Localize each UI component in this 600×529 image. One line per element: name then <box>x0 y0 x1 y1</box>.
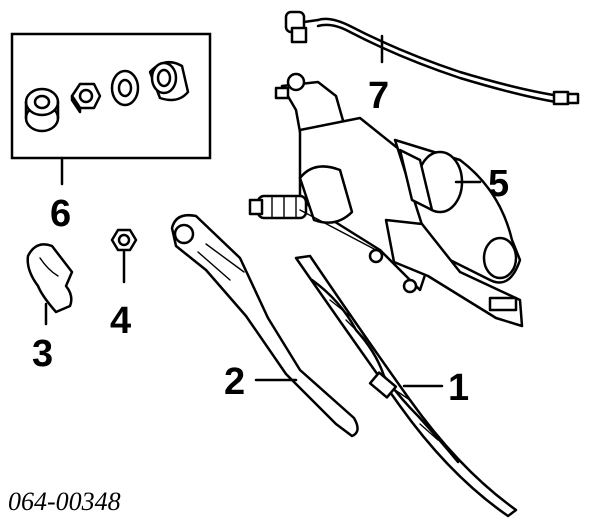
part-6-hardware-kit: 6 <box>10 32 212 235</box>
part-5-wiper-motor: 5 <box>248 72 524 328</box>
part-1-wiper-blade: 1 <box>294 254 518 518</box>
seal-cap-icon <box>148 60 190 102</box>
hose-fitting-icon <box>284 10 320 44</box>
part-7-washer-hose: 7 <box>284 10 580 117</box>
washer-icon <box>110 69 140 107</box>
kit-box <box>10 32 212 160</box>
callout-6: 6 <box>50 193 71 235</box>
hex-nut-icon <box>70 82 102 114</box>
callout-1: 1 <box>448 367 469 409</box>
part-4-nut: 4 <box>110 228 138 342</box>
callout-3: 3 <box>32 333 53 375</box>
part-2-wiper-arm: 2 <box>170 214 359 438</box>
callout-4: 4 <box>110 300 131 342</box>
grommet-icon <box>24 87 60 133</box>
hose-connector-icon <box>552 90 580 106</box>
callout-7: 7 <box>368 75 389 117</box>
callout-2: 2 <box>224 361 245 403</box>
reference-number: 064-00348 <box>8 487 121 516</box>
callout-5: 5 <box>488 163 509 205</box>
part-3-arm-cap: 3 <box>26 243 74 375</box>
